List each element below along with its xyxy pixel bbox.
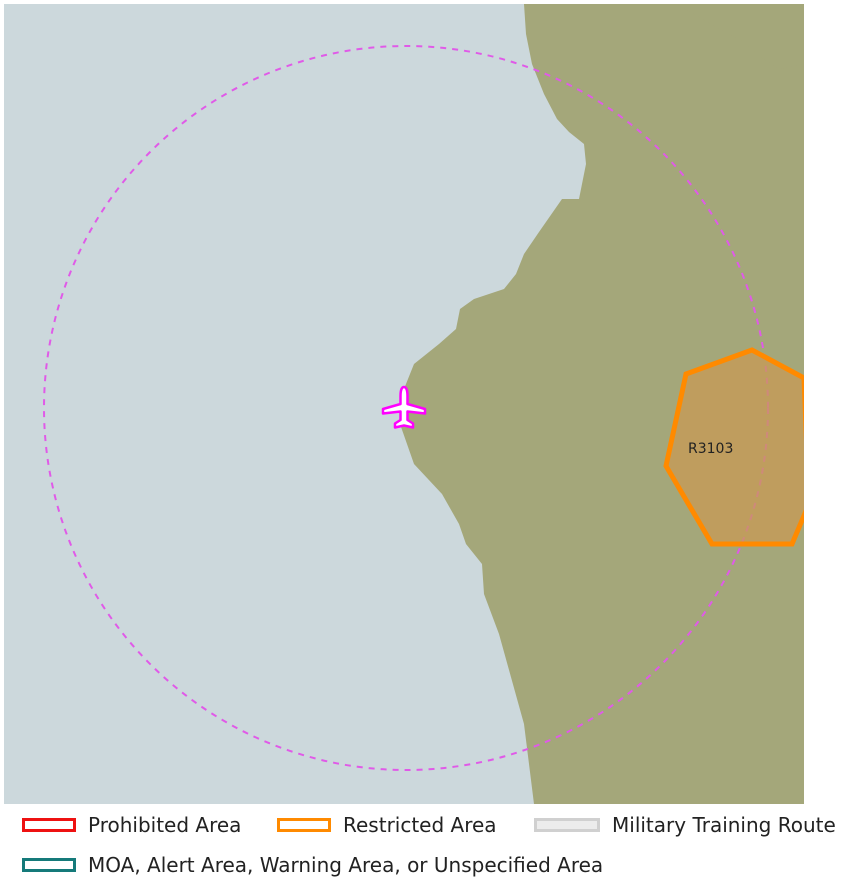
land-area-top-right xyxy=(676,4,804,69)
legend-item-moa: MOA, Alert Area, Warning Area, or Unspec… xyxy=(22,853,603,877)
map-view[interactable]: R3103 xyxy=(4,4,804,804)
map-canvas: R3103 xyxy=(4,4,804,804)
legend-swatch-prohibited xyxy=(22,818,76,832)
land-area xyxy=(400,4,804,804)
legend-item-restricted: Restricted Area xyxy=(277,813,497,837)
airplane-icon[interactable] xyxy=(381,385,427,429)
legend-item-military-training-route: Military Training Route xyxy=(534,813,836,837)
legend: Prohibited Area Restricted Area Military… xyxy=(0,805,851,879)
legend-label: Prohibited Area xyxy=(88,813,242,837)
legend-swatch-military-training-route xyxy=(534,818,600,832)
legend-swatch-restricted xyxy=(277,818,331,832)
legend-item-prohibited: Prohibited Area xyxy=(22,813,241,837)
legend-swatch-moa xyxy=(22,858,76,872)
restricted-area-label: R3103 xyxy=(688,441,733,457)
restricted-area-r3103[interactable] xyxy=(663,347,804,547)
legend-label: Restricted Area xyxy=(343,813,497,837)
legend-label: Military Training Route xyxy=(612,813,836,837)
legend-label: MOA, Alert Area, Warning Area, or Unspec… xyxy=(88,853,604,877)
